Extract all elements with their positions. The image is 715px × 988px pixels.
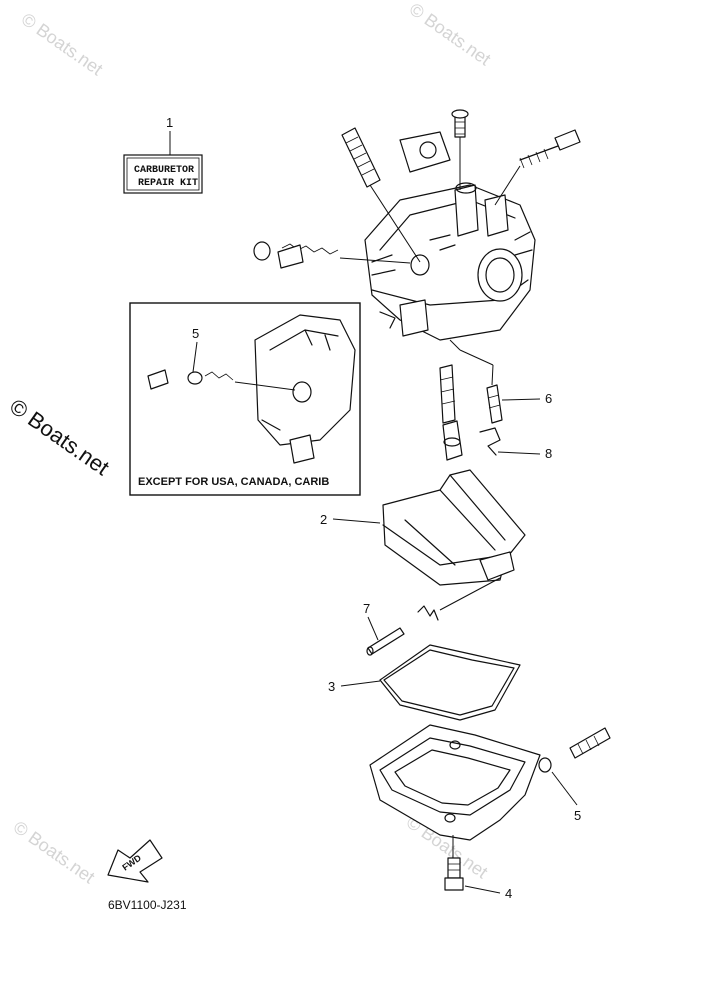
callout-4: 4 [505, 886, 512, 901]
repair-kit-label: 1 CARBURETOR REPAIR KIT [123, 115, 203, 194]
watermark-top-right: © Boats.net [406, 0, 495, 69]
fwd-arrow: FWD [107, 839, 163, 883]
callout-5-main: 5 [574, 808, 581, 823]
callout-6: 6 [545, 391, 552, 406]
diagram-code: 6BV1100-J231 [108, 898, 187, 912]
needle-clip: 8 [479, 427, 552, 461]
inset-caption: EXCEPT FOR USA, CANADA, CARIB [138, 476, 329, 488]
watermark-side: © Boats.net [5, 394, 114, 481]
callout-8: 8 [545, 446, 552, 461]
callout-2: 2 [320, 512, 327, 527]
drain-screw: 5 [538, 727, 611, 823]
gasket: 3 [328, 644, 521, 721]
bowl-screw: 4 [444, 835, 512, 901]
callout-5-inset: 5 [192, 326, 199, 341]
kit-label-line1: CARBURETOR [134, 165, 194, 176]
watermark-top-left: © Boats.net [18, 9, 107, 79]
float-bowl [369, 724, 541, 841]
inset-box: 5 EXCEPT FOR USA, CANADA, CARIB [129, 302, 361, 496]
float-pin: 7 [363, 601, 439, 656]
callout-1: 1 [166, 115, 173, 130]
top-screws [341, 109, 581, 263]
kit-label-line2: REPAIR KIT [138, 178, 198, 189]
float: 2 [320, 469, 526, 611]
carburetor-body [364, 131, 536, 341]
watermark-bottom-left: © Boats.net [10, 817, 99, 887]
needle-valve: 6 [439, 339, 552, 461]
callout-3: 3 [328, 679, 335, 694]
callout-7: 7 [363, 601, 370, 616]
pilot-screw-assembly [253, 241, 411, 269]
